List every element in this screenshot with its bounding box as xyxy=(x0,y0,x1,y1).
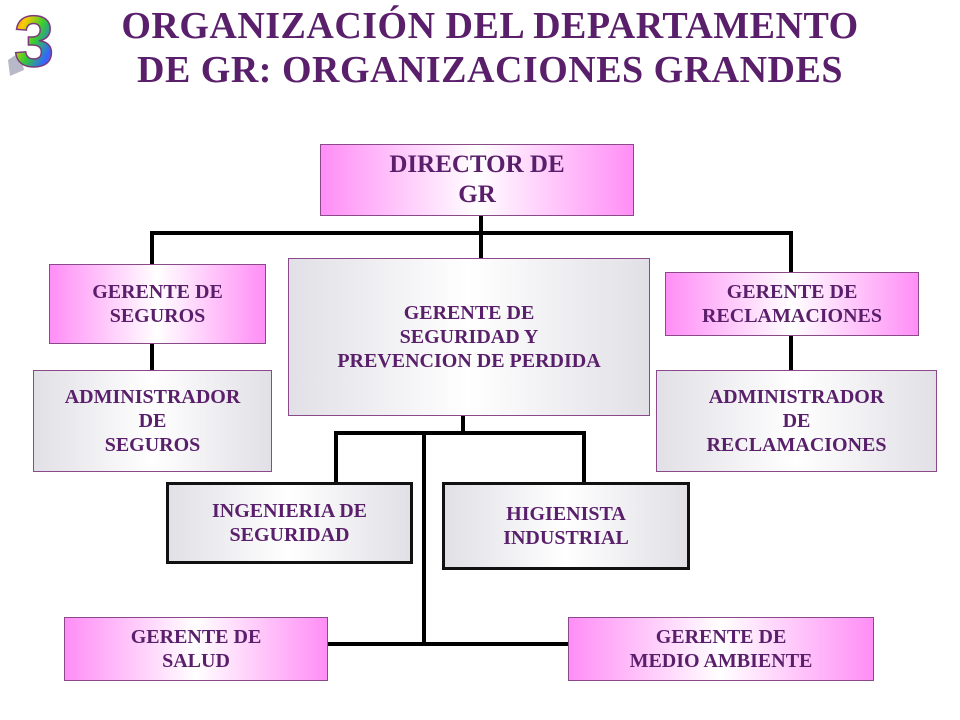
node-gerente-seguros: GERENTE DE SEGUROS xyxy=(49,264,266,344)
node-administrador-seguros: ADMINISTRADOR DE SEGUROS xyxy=(33,370,272,472)
node-text: GERENTE DE xyxy=(92,281,223,303)
node-text: RECLAMACIONES xyxy=(706,434,887,456)
title-line-1: ORGANIZACIÓN DEL DEPARTAMENTO xyxy=(121,5,859,47)
node-text: DIRECTOR DE xyxy=(389,151,565,178)
node-text: GERENTE DE xyxy=(130,626,262,648)
node-text: ADMINISTRADOR xyxy=(64,386,241,408)
node-gerente-salud: GERENTE DE SALUD xyxy=(64,617,328,681)
node-text: GR xyxy=(458,181,496,208)
node-text: SEGURIDAD xyxy=(229,524,350,546)
node-text: HIGIENISTA xyxy=(506,503,626,525)
node-text: PREVENCION DE PERDIDA xyxy=(337,350,601,372)
node-text: GERENTE DE xyxy=(726,281,858,303)
node-gerente-reclamaciones: GERENTE DE RECLAMACIONES xyxy=(665,272,919,336)
node-text: MEDIO AMBIENTE xyxy=(629,650,813,672)
node-text: RECLAMACIONES xyxy=(701,305,883,327)
node-text: ADMINISTRADOR xyxy=(708,386,885,408)
node-text: SALUD xyxy=(162,650,230,672)
node-text: SEGURIDAD Y xyxy=(399,326,539,348)
node-text: GERENTE DE xyxy=(655,626,787,648)
node-text: INDUSTRIAL xyxy=(503,527,629,549)
svg-text:3: 3 xyxy=(14,2,54,82)
node-administrador-reclamaciones: ADMINISTRADOR DE RECLAMACIONES xyxy=(656,370,937,472)
node-text: INGENIERIA DE xyxy=(211,500,368,522)
page-title: ORGANIZACIÓN DEL DEPARTAMENTO DE GR: ORG… xyxy=(60,4,920,92)
node-text: SEGUROS xyxy=(109,305,206,327)
node-text: GERENTE DE xyxy=(403,302,535,324)
node-director-gr: DIRECTOR DE GR xyxy=(320,144,634,216)
node-text: SEGUROS xyxy=(104,434,201,456)
rainbow-number-3-icon: 3 xyxy=(8,1,55,82)
title-line-2: DE GR: ORGANIZACIONES GRANDES xyxy=(137,49,843,91)
node-text: DE xyxy=(782,410,811,432)
node-text: DE xyxy=(138,410,167,432)
node-gerente-seguridad-prevencion: GERENTE DE SEGURIDAD Y PREVENCION DE PER… xyxy=(288,258,650,416)
node-ingenieria-seguridad: INGENIERIA DE SEGURIDAD xyxy=(166,482,413,564)
node-higienista-industrial: HIGIENISTA INDUSTRIAL xyxy=(442,482,690,570)
node-gerente-medio-ambiente: GERENTE DE MEDIO AMBIENTE xyxy=(568,617,874,681)
